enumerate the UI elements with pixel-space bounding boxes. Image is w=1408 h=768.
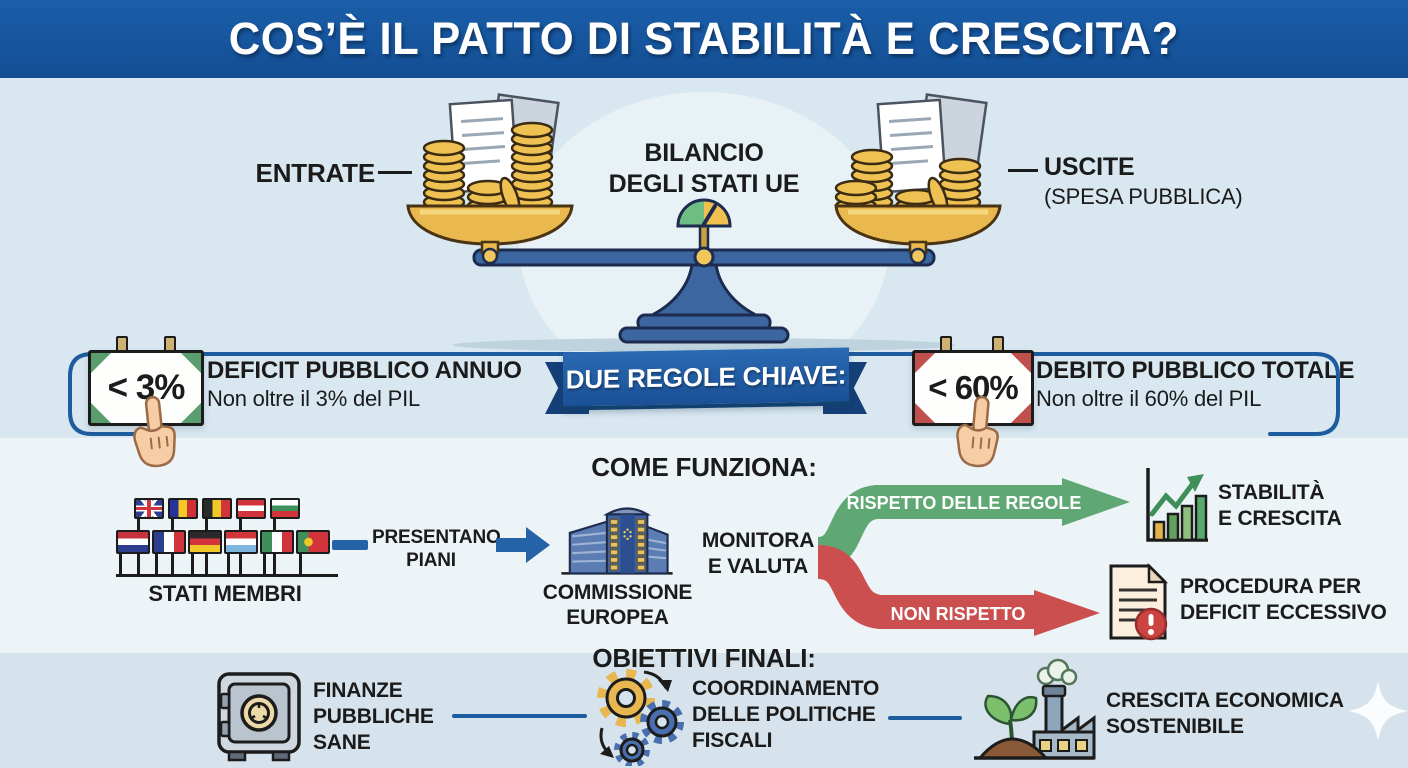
key-rules-banner: DUE REGOLE CHIAVE: xyxy=(565,359,847,394)
flag-luxembourg-icon xyxy=(224,530,258,554)
pointer-hand-icon xyxy=(956,395,999,468)
flag-austria-icon xyxy=(236,498,266,519)
text-line: PUBBLICHE xyxy=(313,705,434,728)
revenues-label: ENTRATE xyxy=(255,158,376,188)
text-line: EUROPEA xyxy=(566,606,669,629)
text-line: COMMISSIONE xyxy=(542,581,693,604)
text-line: DEFICIT ECCESSIVO xyxy=(1180,601,1387,624)
text-line: STABILITÀ xyxy=(1218,481,1325,504)
revenues-connector-line xyxy=(378,171,412,174)
submit-plans-label: PRESENTANO PIANI xyxy=(372,526,501,572)
flag-pole xyxy=(155,550,158,574)
text-line: FISCALI xyxy=(692,729,773,752)
member-states-label: STATI MEMBRI xyxy=(148,581,302,606)
expenses-sublabel: (SPESA PUBBLICA) xyxy=(1044,184,1243,209)
key-rules-ribbon: DUE REGOLE CHIAVE: xyxy=(545,346,867,420)
monitor-label: MONITORA E VALUTA xyxy=(693,528,823,580)
debt-rule-sign: < 60% xyxy=(912,350,1034,426)
debt-rule-subtitle: Non oltre il 60% del PIL xyxy=(1036,386,1262,411)
safe-icon xyxy=(217,672,301,762)
title-bar: COS’È IL PATTO DI STABILITÀ E CRESCITA? xyxy=(0,0,1408,82)
member-states-flags-icon xyxy=(116,498,340,578)
text-line: PROCEDURA PER xyxy=(1180,575,1361,598)
text-line: E CRESCITA xyxy=(1218,507,1342,530)
flag-pole xyxy=(227,550,230,574)
sustainable-growth-icon xyxy=(974,658,1096,760)
deficit-procedure-document-icon xyxy=(1109,562,1169,641)
expenses-connector-line xyxy=(1008,169,1038,172)
noncompliant-arrow-label: NON RISPETTO xyxy=(891,604,1026,624)
flag-france-icon xyxy=(152,530,186,554)
pointer-hand-icon xyxy=(133,395,176,468)
outcome-branch-arrows: RISPETTO DELLE REGOLE NON RISPETTO xyxy=(815,478,1130,636)
balance-gauge-icon xyxy=(676,198,732,228)
page-title: COS’È IL PATTO DI STABILITÀ E CRESCITA? xyxy=(228,13,1180,64)
flag-pole xyxy=(263,550,266,574)
right-pan-coins-icon xyxy=(834,93,1002,265)
flag-romania-icon xyxy=(168,498,198,519)
process-heading: COME FUNZIONA: xyxy=(591,452,817,482)
debt-rule-text: DEBITO PUBBLICO TOTALE Non oltre il 60% … xyxy=(1036,356,1376,413)
text-line: DELLE POLITICHE xyxy=(692,703,876,726)
text-line: E VALUTA xyxy=(707,555,809,578)
commission-label: COMMISSIONE EUROPEA xyxy=(535,580,700,630)
goals-heading: OBIETTIVI FINALI: xyxy=(592,643,816,673)
text-line: PRESENTANO xyxy=(372,527,501,548)
text-line: SOSTENIBILE xyxy=(1106,715,1244,738)
text-line: BILANCIO xyxy=(644,139,764,167)
goal-sustainable-growth-label: CRESCITA ECONOMICA SOSTENIBILE xyxy=(1106,688,1344,740)
sparkle-icon xyxy=(1348,681,1408,741)
european-commission-building-icon xyxy=(561,507,673,575)
text-line: DEGLI STATI UE xyxy=(608,170,800,198)
deficit-rule-text: DEFICIT PUBBLICO ANNUO Non oltre il 3% d… xyxy=(207,356,547,413)
goal-fiscal-coordination-label: COORDINAMENTO DELLE POLITICHE FISCALI xyxy=(692,676,879,754)
coordination-gears-icon xyxy=(597,669,684,766)
text-line: MONITORA xyxy=(701,529,815,552)
goals-connector-line xyxy=(888,716,962,720)
flag-pole xyxy=(299,550,302,574)
growth-chart-icon xyxy=(1146,468,1208,542)
flow-arrow-right-icon xyxy=(496,527,550,563)
balance-scale-icon xyxy=(406,93,1002,352)
flag-netherlands-icon xyxy=(116,530,150,554)
text-line: PIANI xyxy=(406,550,456,571)
flags-baseline xyxy=(116,574,338,577)
goals-connector-line xyxy=(452,714,587,718)
ribbon-band: DUE REGOLE CHIAVE: xyxy=(563,347,849,411)
flag-pole xyxy=(119,550,122,574)
compliant-outcome-label: STABILITÀ E CRESCITA xyxy=(1218,480,1342,532)
flow-dash-connector xyxy=(332,540,368,550)
goal-sound-finances-label: FINANZE PUBBLICHE SANE xyxy=(313,678,434,756)
flag-belgium-icon xyxy=(202,498,232,519)
compliant-arrow-label: RISPETTO DELLE REGOLE xyxy=(847,493,1082,513)
expenses-label: USCITE xyxy=(1044,153,1135,181)
debt-rule-badge: < 60% xyxy=(928,369,1018,406)
noncompliant-outcome-label: PROCEDURA PER DEFICIT ECCESSIVO xyxy=(1180,574,1387,626)
deficit-rule-title: DEFICIT PUBBLICO ANNUO xyxy=(207,357,522,384)
flag-germany-icon xyxy=(188,530,222,554)
flag-pole xyxy=(191,550,194,574)
flag-uk-icon xyxy=(134,498,164,519)
text-line: SANE xyxy=(313,731,371,754)
deficit-rule-subtitle: Non oltre il 3% del PIL xyxy=(207,386,421,411)
debt-rule-title: DEBITO PUBBLICO TOTALE xyxy=(1036,357,1355,384)
eu-budget-label: BILANCIO DEGLI STATI UE xyxy=(579,138,829,200)
flag-italy-icon xyxy=(260,530,294,554)
text-line: COORDINAMENTO xyxy=(692,677,880,700)
left-pan-coins-icon xyxy=(406,93,574,265)
flag-portugal-icon xyxy=(296,530,330,554)
text-line: FINANZE xyxy=(313,679,403,702)
text-line: CRESCITA ECONOMICA xyxy=(1106,689,1344,712)
flag-bulgaria-icon xyxy=(270,498,300,519)
